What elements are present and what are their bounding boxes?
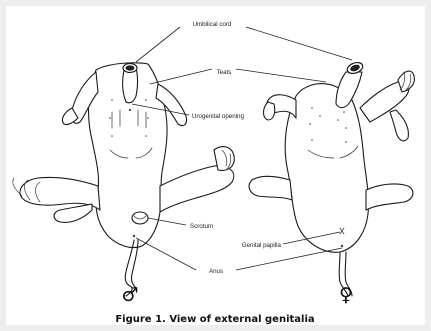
male-pup-illustration [13,63,235,296]
label-teats: Teats [217,69,232,76]
male-symbol: ♂ [121,284,138,306]
label-umbilical-cord: Umbilical cord [193,21,232,28]
female-symbol: ♀ [339,284,353,306]
label-anus: Anus [209,268,223,275]
label-scrotum: Scrotum [190,223,213,230]
figure-caption: Figure 1. View of external genitalia [115,314,314,325]
female-pup-illustration [249,61,414,296]
label-urogenital-opening: Urogenital opening [192,113,245,120]
label-genital-papilla: Genital papilla [242,242,282,249]
